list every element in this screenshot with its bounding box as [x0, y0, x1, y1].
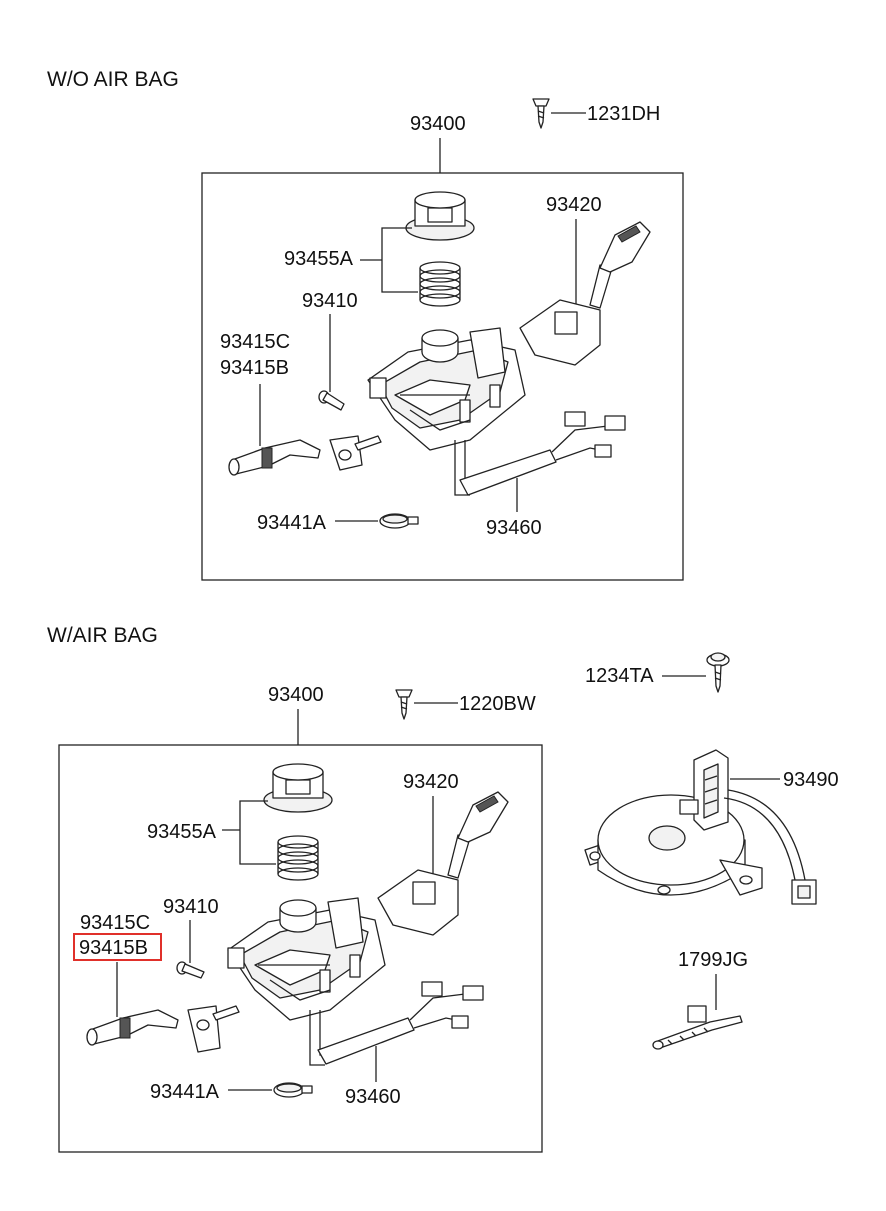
w-label-93460: 93460	[345, 1086, 401, 1108]
wo-pin-part	[318, 390, 345, 411]
highlight-93415b	[73, 933, 162, 961]
w-spring-part	[277, 835, 319, 881]
w-label-1234ta: 1234TA	[585, 665, 654, 687]
wo-label-93455a: 93455A	[284, 248, 354, 270]
w-airbag-frame	[58, 744, 543, 1153]
w-label-93441a: 93441A	[150, 1081, 220, 1103]
w-lever-part	[86, 1005, 240, 1053]
wo-clip-part	[379, 513, 419, 529]
w-harness-part	[309, 981, 484, 1066]
wo-cap-part	[405, 191, 475, 241]
wo-bracket-93455a	[360, 227, 418, 293]
w-label-1220bw: 1220BW	[459, 693, 536, 715]
w-screw-1220bw	[395, 689, 413, 720]
w-switch-body	[227, 897, 386, 1021]
w-screw-1234ta	[706, 652, 730, 693]
w-label-93400: 93400	[268, 684, 324, 706]
wo-lever-part	[228, 435, 382, 476]
wo-label-93400: 93400	[410, 113, 466, 135]
w-pin-part	[176, 961, 205, 979]
wo-label-93410: 93410	[302, 290, 358, 312]
section-title-w-airbag: W/AIR BAG	[47, 624, 158, 647]
wo-switch-93420-part	[519, 221, 651, 366]
wo-screw-1231dh	[532, 98, 550, 129]
wo-label-93460: 93460	[486, 517, 542, 539]
w-cap-part	[263, 763, 333, 813]
cable-tie-part	[652, 1005, 743, 1050]
w-label-93420: 93420	[403, 771, 459, 793]
clock-spring-part	[584, 749, 817, 905]
w-label-93415c: 93415C	[80, 912, 150, 934]
wo-label-93415b: 93415B	[220, 357, 289, 379]
wo-label-93420: 93420	[546, 194, 602, 216]
wo-switch-body	[367, 327, 526, 451]
label-93490: 93490	[783, 769, 839, 791]
label-1799jg: 1799JG	[678, 949, 748, 971]
wo-harness-part	[454, 411, 626, 496]
w-switch-93420-part	[377, 791, 509, 936]
w-clip-part	[273, 1082, 313, 1098]
wo-label-93415c: 93415C	[220, 331, 290, 353]
section-title-wo-airbag: W/O AIR BAG	[47, 68, 179, 91]
wo-label-93441a: 93441A	[257, 512, 327, 534]
wo-airbag-frame	[201, 172, 684, 581]
w-bracket-93455a	[222, 800, 276, 865]
w-label-93415b: 93415B	[79, 937, 148, 959]
wo-spring-part	[419, 261, 461, 307]
wo-label-1231dh: 1231DH	[587, 103, 660, 125]
w-label-93410: 93410	[163, 896, 219, 918]
w-label-93455a: 93455A	[147, 821, 217, 843]
